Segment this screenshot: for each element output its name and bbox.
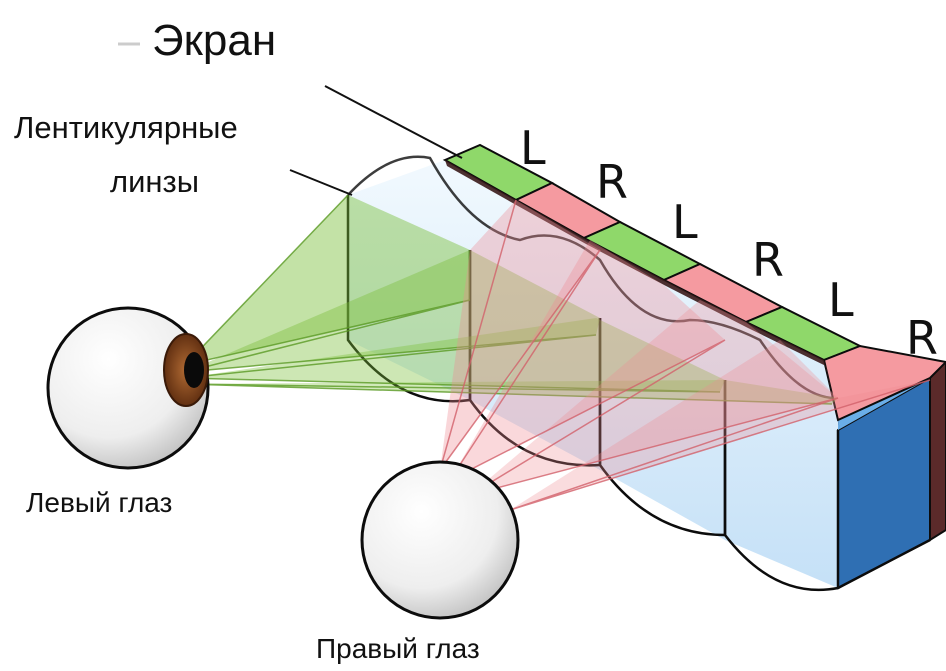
left-eye-beams <box>182 194 838 405</box>
right-beam-4 <box>510 340 930 510</box>
left-beam-3 <box>185 318 725 392</box>
right-beam-1 <box>440 200 600 470</box>
strip-label-1: L <box>520 121 546 175</box>
right-eye <box>360 460 520 620</box>
left-eye-pupil <box>184 352 204 388</box>
lens-body-left <box>348 160 930 588</box>
left-eye-label: Левый глаз <box>26 487 172 518</box>
lenses-label-line2: линзы <box>110 164 199 199</box>
lenses-leader-line <box>289 169 353 196</box>
strip-6-right <box>822 344 946 422</box>
lens-bottom-edge <box>837 538 931 590</box>
strip-label-6: R <box>906 311 938 365</box>
lens-cylinder-1 <box>346 195 472 403</box>
strip-label-2: R <box>596 155 628 209</box>
strip-label-5: L <box>828 273 854 327</box>
screen-label: Экран <box>152 16 276 65</box>
right-beam-edges <box>439 199 931 511</box>
left-beam-edges <box>182 194 833 405</box>
lens-cylinder-3 <box>598 318 727 537</box>
strip-label-3: L <box>672 195 698 249</box>
lens-cylinder-2 <box>468 250 602 467</box>
right-beam-2 <box>450 240 725 480</box>
screen-strips <box>442 143 946 430</box>
right-eye-label: Правый глаз <box>316 633 480 664</box>
left-beam-1 <box>185 195 470 365</box>
lens-top-ridge <box>347 155 839 400</box>
screen-leader-line <box>324 85 463 159</box>
screen-front-edge <box>445 160 840 430</box>
right-eye-beams <box>439 199 931 511</box>
lens-block <box>346 155 946 592</box>
lenses-label-line1: Лентикулярные <box>14 110 238 145</box>
strip-label-4: R <box>752 233 784 287</box>
left-eye <box>46 306 210 470</box>
right-beam-3 <box>470 300 838 495</box>
lens-cylinder-4 <box>723 380 840 592</box>
screen-side-face <box>929 360 946 542</box>
